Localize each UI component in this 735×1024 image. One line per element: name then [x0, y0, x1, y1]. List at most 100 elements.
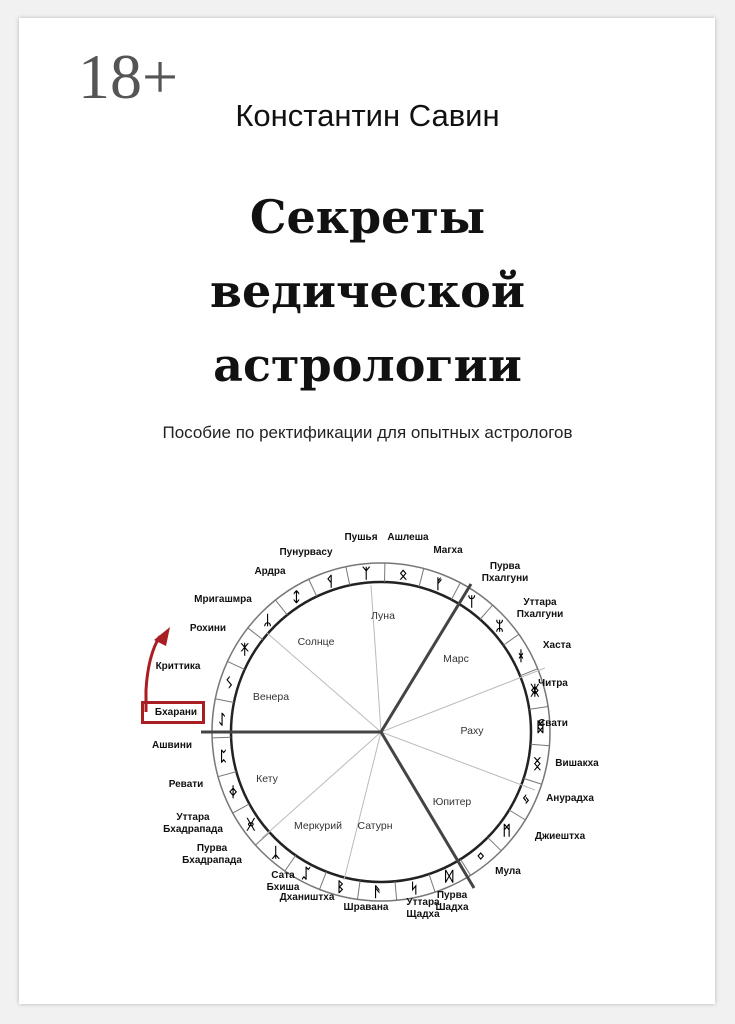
- nakshatra-label: Пунурвасу: [279, 547, 333, 558]
- nakshatra-label: Ревати: [168, 779, 204, 790]
- nakshatra-glyph-icon: ᚫ: [373, 884, 381, 900]
- nakshatra-label: Ашлеша: [387, 532, 429, 543]
- cell-divider: [479, 604, 493, 620]
- cell-divider: [523, 777, 542, 785]
- author-name: Константин Савин: [235, 98, 500, 133]
- cell-divider: [212, 736, 232, 739]
- house-divider: [380, 667, 546, 733]
- title-line: Секреты: [249, 190, 486, 244]
- nakshatra-label: Ардра: [254, 566, 286, 577]
- nakshatra-glyph-icon: ᛤ: [530, 683, 540, 699]
- nakshatra-label: Вишакха: [555, 758, 599, 769]
- planet-label: Кету: [256, 773, 278, 785]
- planet-label: Венера: [252, 691, 290, 703]
- title-line: ведической: [210, 264, 525, 318]
- age-rating: 18+: [78, 41, 179, 112]
- cell-divider: [394, 881, 398, 901]
- planet-label: Луна: [371, 610, 395, 622]
- title-line: астрологии: [213, 338, 522, 392]
- house-divider: [261, 731, 382, 839]
- axis-line: [379, 731, 476, 889]
- nakshatra-glyph-icon: ᛢ: [302, 866, 311, 882]
- nakshatra-label: Ашвини: [151, 740, 193, 751]
- arrow-head-icon: [154, 627, 170, 646]
- nakshatra-glyph-icon: ᛯ: [495, 618, 503, 634]
- nakshatra-glyph-icon: ᛣ: [271, 845, 280, 861]
- nakshatra-label: Мула: [495, 866, 521, 877]
- planet-label: Марс: [443, 653, 469, 665]
- planet-label: Юпитер: [432, 796, 472, 808]
- nakshatra-glyph-icon: ᛉ: [362, 566, 371, 582]
- cell-divider: [529, 706, 549, 710]
- nakshatra-label: Шравана: [343, 902, 389, 913]
- book-cover: [19, 18, 715, 1004]
- cell-divider: [247, 627, 264, 641]
- nakshatra-glyph-icon: ᚼ: [517, 648, 525, 664]
- cell-divider: [255, 831, 270, 846]
- nakshatra-glyph-icon: ᛨ: [292, 590, 300, 606]
- planet-label: Солнце: [297, 636, 335, 648]
- cell-divider: [215, 698, 235, 704]
- nakshatra-glyph-icon: ᛈ: [219, 749, 227, 765]
- axis-line: [379, 583, 473, 733]
- nakshatra-label: Анурадха: [546, 793, 594, 804]
- cell-divider: [319, 871, 327, 890]
- nakshatra-label: Магха: [433, 545, 463, 556]
- house-divider: [266, 632, 382, 733]
- cell-divider: [232, 803, 250, 814]
- cell-divider: [487, 837, 502, 852]
- cell-divider: [308, 579, 318, 597]
- nakshatra-label: Пушья: [344, 532, 378, 543]
- nakshatra-label: Дхаништха: [279, 892, 335, 903]
- nakshatra-label: Хаста: [542, 640, 572, 651]
- nakshatra-label: Свати: [538, 718, 568, 729]
- cell-divider: [227, 661, 245, 670]
- book-title: Секреты ведической астрологии: [0, 180, 735, 402]
- cell-divider: [217, 771, 237, 778]
- nakshatra-label: Читра: [538, 678, 568, 689]
- house-divider: [343, 731, 382, 881]
- planet-label: Сатурн: [357, 820, 393, 832]
- cell-divider: [519, 668, 538, 677]
- nakshatra-glyph-icon: ᛊ: [225, 676, 233, 692]
- nakshatra-glyph-icon: ᛇ: [218, 712, 226, 728]
- nakshatra-label: Джиештха: [534, 831, 586, 842]
- nakshatra-glyph-icon: ᛘ: [468, 594, 476, 610]
- nakshatra-label: Мригашмра: [194, 594, 252, 605]
- nakshatra-glyph-icon: ᛡ: [241, 642, 250, 658]
- nakshatra-label: Бхарани: [154, 707, 198, 718]
- nakshatra-glyph-icon: ᛩ: [326, 574, 334, 590]
- planet-label: Меркурий: [294, 820, 342, 832]
- cell-divider: [275, 599, 288, 616]
- nakshatra-glyph-icon: ᛗ: [502, 823, 510, 839]
- cell-divider: [450, 582, 461, 600]
- nakshatra-label: Рохини: [189, 623, 227, 634]
- nakshatra-glyph-icon: ᛒ: [336, 879, 344, 895]
- house-divider: [370, 584, 382, 733]
- cell-divider: [284, 855, 297, 872]
- cell-divider: [530, 743, 550, 747]
- cell-divider: [460, 858, 471, 876]
- nakshatra-glyph-icon: ᛃ: [522, 792, 530, 808]
- nakshatra-glyph-icon: ᛦ: [263, 613, 271, 629]
- nakshatra-glyph-icon: ᛄ: [229, 785, 238, 801]
- nakshatra-glyph-icon: ᛜ: [476, 850, 484, 866]
- cell-divider: [356, 880, 361, 900]
- planet-label: Раху: [460, 725, 484, 737]
- cell-divider: [428, 873, 436, 893]
- nakshatra-glyph-icon: ᛝ: [533, 756, 541, 772]
- highlight-box: [141, 701, 205, 724]
- house-divider: [380, 731, 536, 791]
- nakshatra-glyph-icon: ᚸ: [246, 817, 256, 833]
- subtitle: Пособие по ректификации для опытных астр…: [162, 423, 573, 442]
- cell-divider: [345, 566, 351, 586]
- cell-divider: [418, 568, 425, 588]
- nakshatra-glyph-icon: ᛋ: [410, 881, 418, 897]
